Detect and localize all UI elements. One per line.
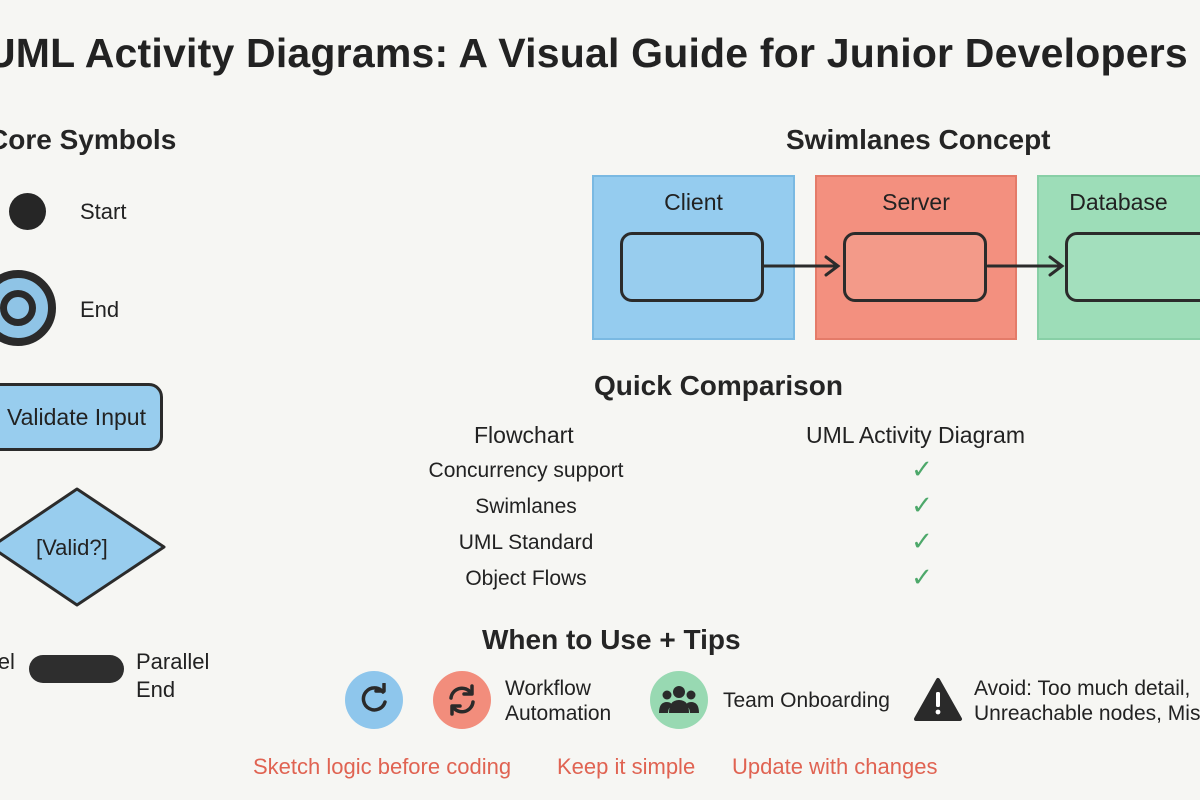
decision-label: [Valid?] bbox=[36, 535, 108, 560]
start-node-icon bbox=[9, 193, 46, 230]
check-icon: ✓ bbox=[911, 490, 933, 520]
comparison-row-object-flows: Object Flows bbox=[465, 567, 587, 590]
tips-heading: When to Use + Tips bbox=[482, 624, 741, 655]
page-title: UML Activity Diagrams: A Visual Guide fo… bbox=[0, 30, 1188, 76]
comparison-row-uml-standard: UML Standard bbox=[458, 531, 594, 554]
fork-join-bar-icon bbox=[29, 655, 124, 683]
comparison-col-flowchart: Flowchart bbox=[474, 422, 574, 448]
action-node: Validate Input bbox=[0, 383, 163, 451]
lane-database-label: Database bbox=[1069, 189, 1168, 215]
decision-diamond-icon bbox=[0, 487, 166, 607]
start-label: Start bbox=[80, 199, 127, 224]
lane-server-label: Server bbox=[882, 189, 950, 215]
comparison-row-swimlanes: Swimlanes bbox=[475, 495, 577, 518]
tip-workflow-label: Workflow Automation bbox=[505, 677, 612, 725]
core-symbols-heading: Core Symbols bbox=[0, 124, 177, 155]
sync-icon bbox=[433, 671, 491, 729]
lane-client: Client bbox=[592, 175, 795, 340]
lane-client-action bbox=[620, 232, 764, 302]
comparison-col-uml: UML Activity Diagram bbox=[806, 422, 1025, 448]
check-icon: ✓ bbox=[911, 562, 933, 592]
swimlanes-heading: Swimlanes Concept bbox=[786, 124, 1051, 155]
bottom-tip-sketch: Sketch logic before coding bbox=[253, 754, 512, 779]
lane-database: Database bbox=[1037, 175, 1200, 340]
end-node-inner-icon bbox=[0, 290, 36, 326]
lane-server: Server bbox=[815, 175, 1017, 340]
comparison-row-concurrency: Concurrency support bbox=[428, 459, 624, 482]
comparison-heading: Quick Comparison bbox=[594, 370, 843, 401]
bottom-tip-simple: Keep it simple bbox=[557, 754, 696, 779]
join-label: Parallel End bbox=[136, 649, 210, 702]
action-label: Validate Input bbox=[7, 403, 146, 430]
fork-label: llel t bbox=[0, 649, 15, 674]
lane-database-action bbox=[1065, 232, 1200, 302]
check-icon: ✓ bbox=[911, 454, 933, 484]
tip-onboarding-label: Team Onboarding bbox=[723, 689, 890, 712]
warning-icon bbox=[914, 678, 962, 721]
tip-avoid-label: Avoid: Too much detail, Unreachable node… bbox=[974, 677, 1200, 725]
lane-server-action bbox=[843, 232, 987, 302]
bottom-tip-update: Update with changes bbox=[732, 754, 938, 779]
refresh-icon bbox=[345, 671, 403, 729]
lane-client-label: Client bbox=[664, 189, 723, 215]
team-icon bbox=[650, 671, 708, 729]
check-icon: ✓ bbox=[911, 526, 933, 556]
end-label: End bbox=[80, 297, 120, 322]
